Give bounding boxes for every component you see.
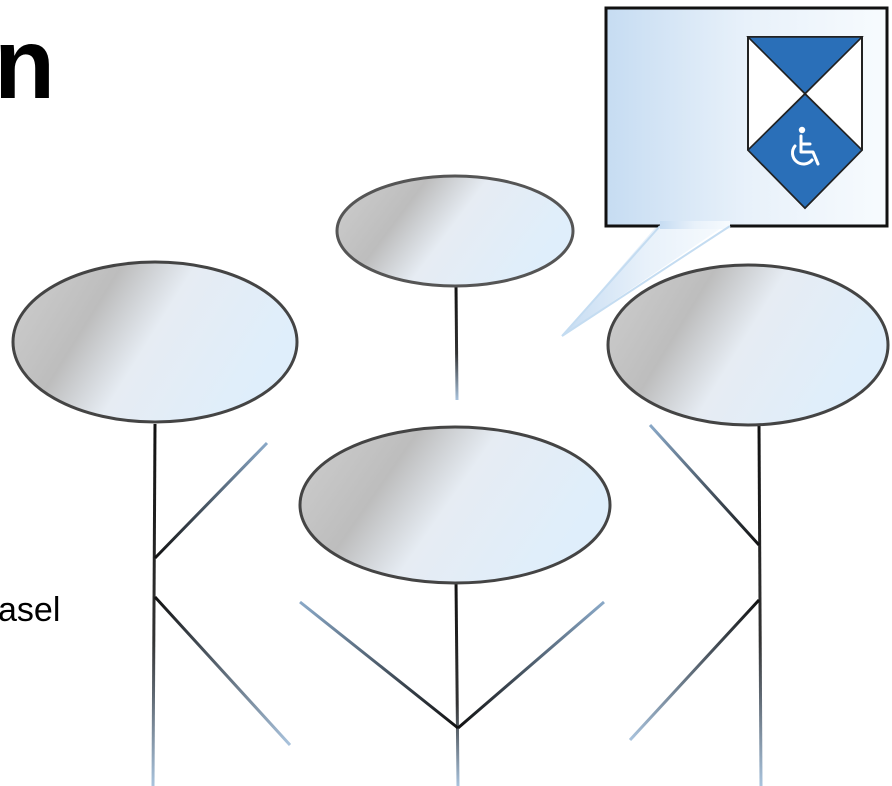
middle-figure bbox=[298, 425, 612, 786]
heading-fragment: n bbox=[0, 8, 56, 120]
text-fragment: asel bbox=[0, 591, 61, 629]
back-figure bbox=[335, 174, 575, 401]
accessibility-shield bbox=[746, 36, 864, 210]
left-figure bbox=[11, 260, 299, 786]
right-figure bbox=[606, 263, 890, 786]
speech-callout bbox=[561, 6, 889, 337]
wheelchair-accessibility-icon bbox=[791, 126, 820, 166]
